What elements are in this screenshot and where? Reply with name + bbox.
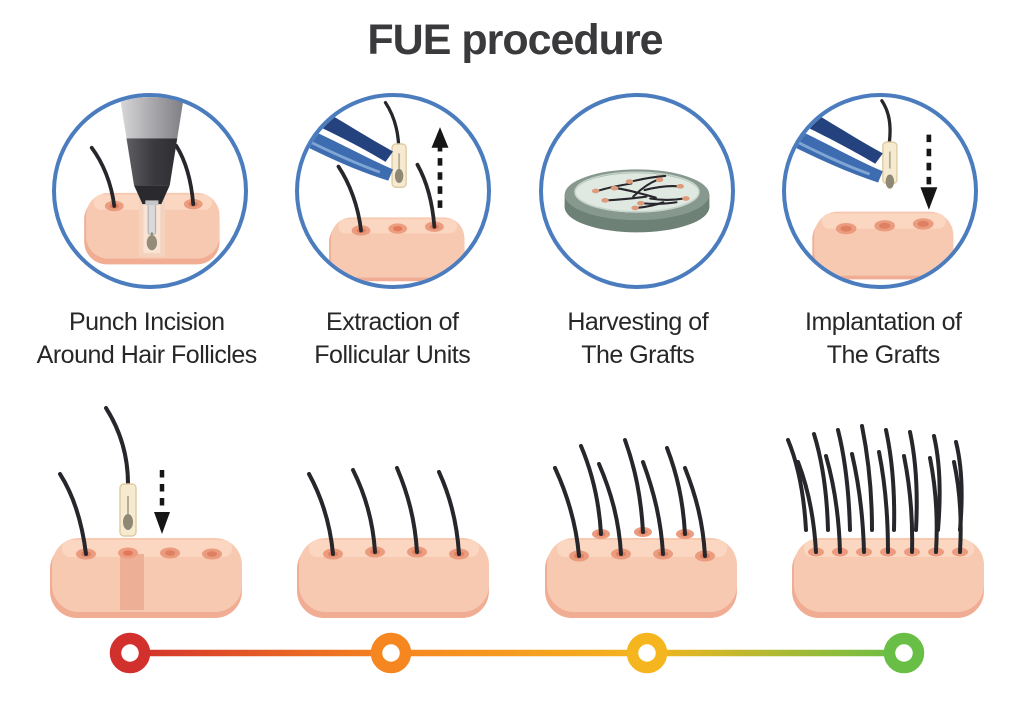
implantation-icon <box>785 99 954 280</box>
step-circle-harvesting <box>538 93 735 289</box>
step-label-implantation: Implantation of The Grafts <box>761 306 1007 372</box>
harvesting-icon <box>564 169 710 233</box>
graft-implantation-stage-icon <box>50 406 242 618</box>
step-circle-extraction <box>295 93 492 289</box>
step-label-line: Implantation of <box>805 308 962 336</box>
timeline-marker-4 <box>883 632 925 674</box>
extraction-icon <box>299 100 465 282</box>
step-label-line: Extraction of <box>326 308 459 336</box>
step-label-extraction: Extraction of Follicular Units <box>270 306 516 372</box>
stage-figure-mid-growth <box>529 396 749 624</box>
stage-figure-full-growth <box>776 396 996 624</box>
stage-figure-implantation <box>34 396 254 624</box>
step-label-line: Around Hair Follicles <box>36 341 258 369</box>
result-stages-row <box>34 396 996 624</box>
step-circle-implantation <box>781 93 978 289</box>
mid-growth-stage-icon <box>544 438 737 618</box>
step-label-line: Follicular Units <box>314 341 471 369</box>
step-label-punch-incision: Punch Incision Around Hair Follicles <box>24 306 270 372</box>
early-growth-stage-icon <box>297 466 490 618</box>
step-label-line: Harvesting of <box>567 308 709 336</box>
progress-timeline <box>0 625 1030 681</box>
step-label-harvesting: Harvesting of The Grafts <box>515 306 761 372</box>
timeline-marker-3 <box>626 632 668 674</box>
step-circle-punch-incision <box>52 93 248 289</box>
step-label-line: Punch Incision <box>68 308 225 336</box>
timeline-marker-2 <box>370 632 412 674</box>
full-growth-stage-icon <box>785 424 984 618</box>
step-label-line: The Grafts <box>826 341 941 369</box>
timeline-graphic <box>109 632 925 674</box>
punch-incision-icon <box>84 97 220 265</box>
timeline-marker-1 <box>109 632 151 674</box>
labels-row: Punch Incision Around Hair Follicles Ext… <box>24 306 1006 372</box>
stage-figure-early-growth <box>281 396 501 624</box>
step-label-line: The Grafts <box>581 341 695 369</box>
page-title: FUE procedure <box>367 16 663 64</box>
steps-row <box>52 93 978 289</box>
